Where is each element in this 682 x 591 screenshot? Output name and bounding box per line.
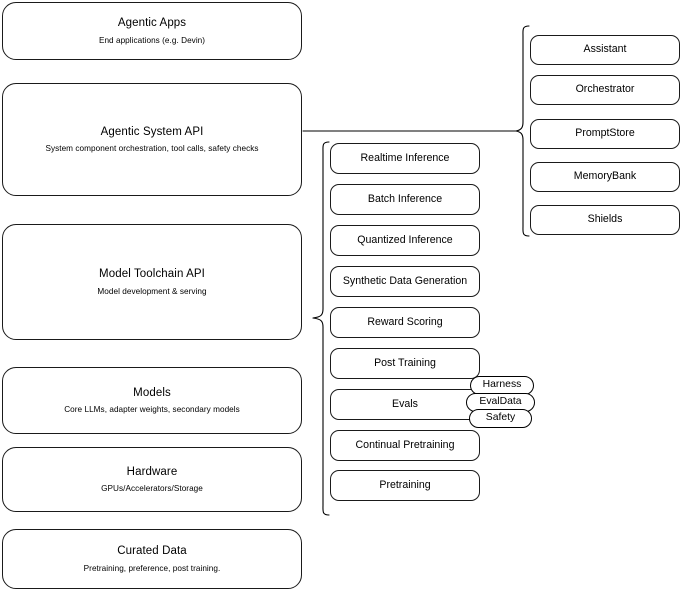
toolchain-item-evals[interactable]: Evals — [330, 389, 480, 420]
pill-label: Harness — [482, 379, 522, 391]
item-label: PromptStore — [575, 127, 635, 140]
layer-subtitle: Core LLMs, adapter weights, secondary mo… — [64, 405, 240, 415]
item-label: Pretraining — [379, 478, 431, 491]
item-label: Synthetic Data Generation — [342, 274, 468, 287]
layer-subtitle: System component orchestration, tool cal… — [45, 144, 259, 154]
toolchain-item-synthetic-data-generation[interactable]: Synthetic Data Generation — [330, 266, 480, 297]
layer-title: Hardware — [126, 465, 178, 478]
stack-layer-hardware[interactable]: Hardware GPUs/Accelerators/Storage — [2, 447, 302, 512]
stack-layer-curated-data[interactable]: Curated Data Pretraining, preference, po… — [2, 529, 302, 589]
stack-layer-models[interactable]: Models Core LLMs, adapter weights, secon… — [2, 367, 302, 434]
layer-subtitle: Pretraining, preference, post training. — [83, 563, 221, 573]
layer-title: Model Toolchain API — [99, 268, 205, 281]
stack-layer-agentic-system-api[interactable]: Agentic System API System component orch… — [2, 83, 302, 196]
item-label: Assistant — [583, 43, 627, 56]
layer-title: Agentic System API — [100, 125, 204, 138]
item-label: Batch Inference — [367, 192, 443, 205]
toolchain-item-batch-inference[interactable]: Batch Inference — [330, 184, 480, 215]
toolchain-item-continual-pretraining[interactable]: Continual Pretraining — [330, 430, 480, 461]
item-label: Reward Scoring — [367, 315, 443, 328]
item-label: Orchestrator — [575, 83, 635, 96]
item-label: Post Training — [374, 356, 436, 369]
system-item-shields[interactable]: Shields — [530, 205, 680, 235]
stack-layer-model-toolchain-api[interactable]: Model Toolchain API Model development & … — [2, 224, 302, 340]
layer-subtitle: Model development & serving — [97, 286, 207, 296]
layer-subtitle: End applications (e.g. Devin) — [98, 35, 206, 45]
stack-layer-agentic-apps[interactable]: Agentic Apps End applications (e.g. Devi… — [2, 2, 302, 60]
toolchain-item-realtime-inference[interactable]: Realtime Inference — [330, 143, 480, 174]
layer-title: Agentic Apps — [117, 17, 187, 30]
toolchain-item-pretraining[interactable]: Pretraining — [330, 470, 480, 501]
layer-title: Models — [133, 386, 171, 399]
item-label: Quantized Inference — [357, 233, 453, 246]
system-item-promptstore[interactable]: PromptStore — [530, 119, 680, 149]
item-label: MemoryBank — [573, 170, 637, 183]
item-label: Evals — [392, 397, 418, 410]
pill-label: Safety — [485, 412, 516, 424]
toolchain-item-reward-scoring[interactable]: Reward Scoring — [330, 307, 480, 338]
item-label: Realtime Inference — [360, 151, 450, 164]
item-label: Shields — [587, 213, 623, 226]
evals-pill-safety[interactable]: Safety — [469, 409, 532, 428]
system-item-assistant[interactable]: Assistant — [530, 35, 680, 65]
toolchain-item-quantized-inference[interactable]: Quantized Inference — [330, 225, 480, 256]
bracket-system-components — [515, 25, 530, 237]
layer-subtitle: GPUs/Accelerators/Storage — [101, 484, 203, 494]
layer-title: Curated Data — [117, 545, 187, 558]
item-label: Continual Pretraining — [355, 438, 455, 451]
toolchain-item-post-training[interactable]: Post Training — [330, 348, 480, 379]
bracket-toolchain-components — [312, 141, 330, 516]
system-item-memorybank[interactable]: MemoryBank — [530, 162, 680, 192]
pill-label: EvalData — [479, 396, 522, 408]
system-item-orchestrator[interactable]: Orchestrator — [530, 75, 680, 105]
